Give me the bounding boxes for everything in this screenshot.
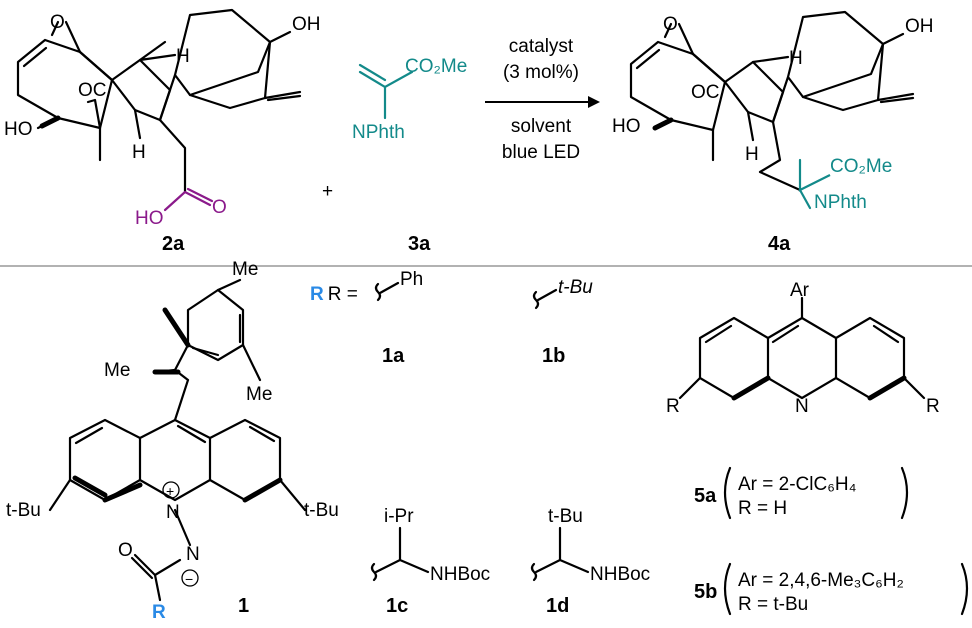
3a-ester: CO₂Me	[405, 56, 467, 77]
carbonyl-oxygen: O	[118, 540, 133, 561]
wavy-bond-icon	[532, 288, 558, 310]
R-prefix: R =	[328, 284, 358, 305]
condition-solvent: solvent	[511, 116, 572, 137]
wavy-bond-icon	[370, 526, 430, 582]
2a-hydroxyl: HO	[4, 119, 33, 140]
4a-amine: NPhth	[814, 192, 867, 213]
compound-4a-structure	[629, 10, 915, 192]
acridine-5-structure	[678, 296, 926, 401]
2a-acid-O: O	[212, 197, 227, 218]
3a-amine: NPhth	[352, 122, 405, 143]
group-1a: Ph	[400, 269, 423, 290]
amine-1c: NHBoc	[430, 564, 490, 585]
wavy-bond-icon	[530, 526, 590, 582]
catalyst-R: R	[152, 602, 166, 623]
tbu-left: t-Bu	[6, 500, 41, 521]
condition-loading: (3 mol%)	[503, 62, 579, 83]
4a-bridge-oxygen: O	[663, 14, 678, 35]
compound-label-1: 1	[238, 595, 249, 617]
condition-catalyst: catalyst	[509, 36, 574, 57]
compound-label-5b: 5b	[694, 581, 717, 603]
5b-R: R = t-Bu	[738, 594, 808, 615]
compound-label-1d: 1d	[546, 595, 569, 617]
tbu-right: t-Bu	[304, 500, 339, 521]
2a-acid-HO: HO	[135, 208, 164, 229]
2a-H: H	[176, 46, 190, 67]
parenthesis-icon	[723, 562, 969, 616]
negative-charge: −	[185, 571, 193, 587]
4a-H2: H	[745, 144, 759, 165]
group-1d: t-Bu	[548, 506, 583, 527]
mesityl-methyl-right: Me	[246, 384, 272, 405]
compound-label-3a: 3a	[408, 233, 431, 255]
5a-R: R = H	[738, 498, 787, 519]
acridinium-nitrogen: N	[166, 502, 180, 523]
positive-charge-icon	[162, 481, 180, 499]
wavy-bond-icon	[374, 281, 400, 302]
acridine-R-right: R	[926, 396, 940, 417]
2a-tertiary-OH: OH	[292, 14, 321, 35]
5a-Ar: Ar = 2-ClC₆H₄	[738, 474, 857, 495]
parenthesis-icon	[723, 466, 909, 520]
positive-charge: +	[166, 483, 174, 499]
condition-light: blue LED	[502, 142, 580, 163]
compound-label-1a: 1a	[382, 345, 405, 367]
4a-ester: CO₂Me	[830, 156, 892, 177]
catalyst-1-structure	[48, 278, 307, 602]
mesityl-methyl-left: Me	[104, 360, 130, 381]
4a-tertiary-OH: OH	[905, 16, 934, 37]
plus-sign: +	[322, 181, 333, 202]
acridine-Ar: Ar	[790, 280, 810, 301]
2a-H2: H	[132, 142, 146, 163]
compound-label-1b: 1b	[542, 345, 565, 367]
acridine-R-left: R	[666, 396, 680, 417]
2a-bridge-oxygen: O	[50, 12, 65, 33]
compound-label-5a: 5a	[694, 485, 717, 507]
4a-lactone-OC: OC	[691, 82, 720, 103]
arrow-head-icon	[588, 96, 600, 108]
compound-label-1c: 1c	[386, 595, 408, 617]
2a-lactone-OC: OC	[78, 80, 107, 101]
mesityl-methyl-top: Me	[232, 259, 258, 280]
amidyl-nitrogen: N	[186, 544, 200, 565]
compound-label-4a: 4a	[768, 233, 791, 255]
group-1c: i-Pr	[384, 506, 414, 527]
5b-Ar: Ar = 2,4,6-Me₃C₆H₂	[738, 570, 904, 591]
compound-label-2a: 2a	[162, 233, 185, 255]
acridine-nitrogen: N	[795, 396, 809, 417]
negative-charge-icon	[181, 569, 199, 587]
group-1b: t-Bu	[558, 277, 593, 298]
amine-1d: NHBoc	[590, 564, 650, 585]
4a-hydroxyl: HO	[612, 116, 641, 137]
4a-H: H	[789, 48, 803, 69]
compound-2a-structure	[16, 8, 302, 194]
R-symbol: R	[310, 284, 324, 305]
